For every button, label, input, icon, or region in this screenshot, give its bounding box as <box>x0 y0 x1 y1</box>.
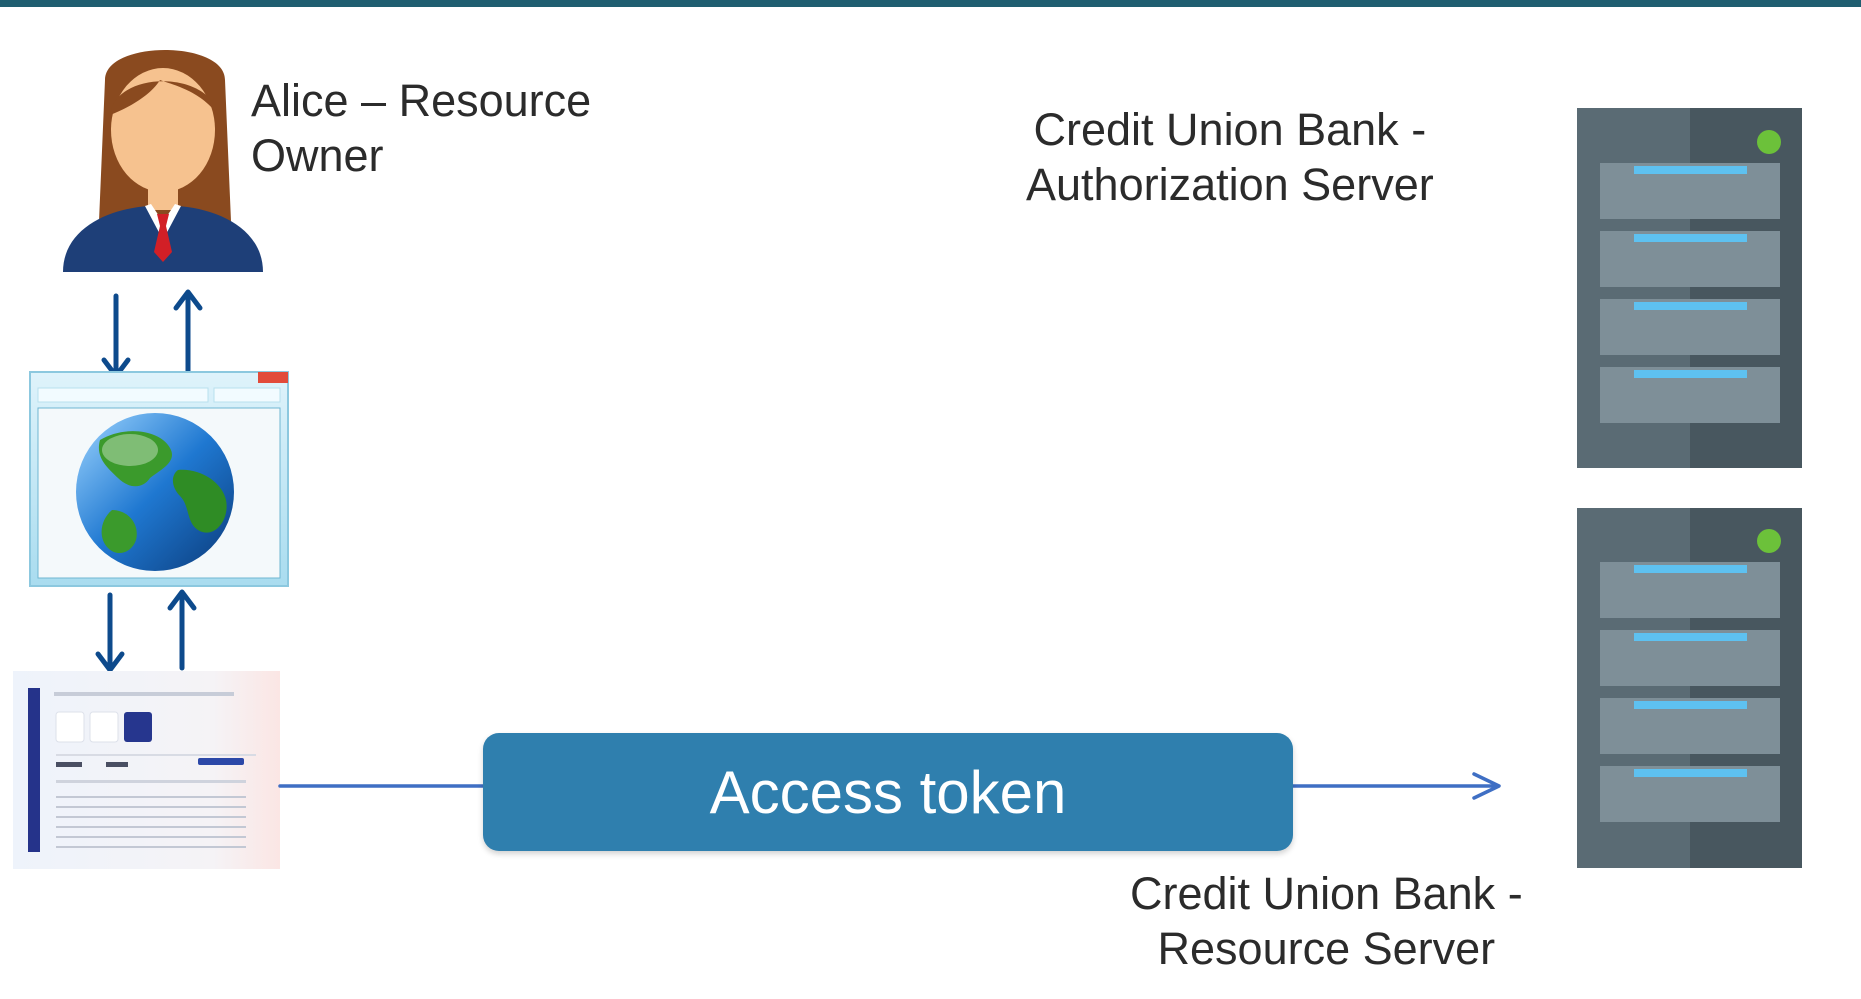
top-bar <box>0 0 1861 7</box>
resource-server-icon <box>1577 508 1802 868</box>
browser-globe-icon <box>29 371 289 587</box>
client-app-screenshot <box>13 671 280 869</box>
person-browser-arrows <box>101 289 203 379</box>
resource-server-line1: Credit Union Bank - <box>1130 868 1523 919</box>
person-icon <box>63 50 263 272</box>
access-token-label: Access token <box>709 758 1067 826</box>
resource-owner-label: Alice – Resource Owner <box>251 73 591 183</box>
resource-owner-line2: Owner <box>251 130 384 181</box>
resource-server-label: Credit Union Bank - Resource Server <box>1130 866 1523 976</box>
resource-owner-line1: Alice – Resource <box>251 75 592 126</box>
authorization-server-label: Credit Union Bank - Authorization Server <box>1026 102 1434 212</box>
browser-client-arrows <box>95 589 197 673</box>
token-flow-arrow <box>278 772 1501 800</box>
authorization-server-line1: Credit Union Bank - <box>1033 104 1427 155</box>
resource-server-line2: Resource Server <box>1157 923 1496 974</box>
authorization-server-line2: Authorization Server <box>1026 159 1434 210</box>
access-token-box: Access token <box>483 733 1293 851</box>
authorization-server-icon <box>1577 108 1802 468</box>
